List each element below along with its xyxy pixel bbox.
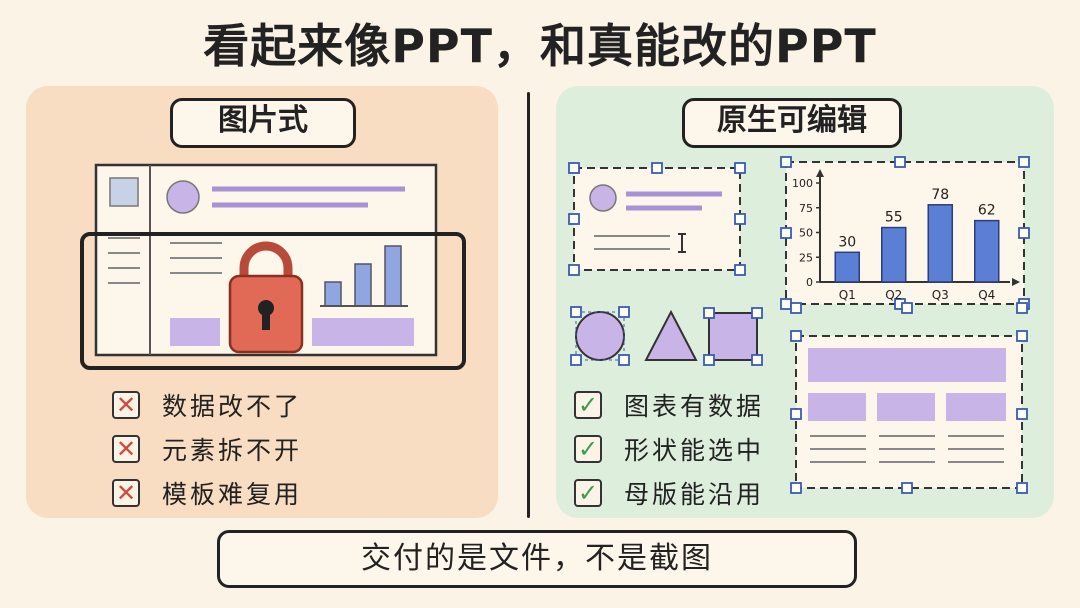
resize-handle [570,306,582,318]
resize-handle [790,482,802,494]
purple-block [312,318,414,346]
bar [881,226,907,283]
bar [927,204,953,283]
resize-handle [780,156,792,168]
resize-handle [1016,302,1028,314]
resize-handle [901,482,913,494]
text-box-selection[interactable] [568,162,746,276]
check-icon: ✓ [574,435,602,463]
avatar-circle [589,184,617,212]
page-title: 看起来像PPT，和真能改的PPT [203,19,877,73]
flattened-frame [80,232,466,370]
native-editable-pros-list: ✓ 图表有数据 ✓ 形状能选中 ✓ 母版能沿用 [574,383,764,515]
layout-column-block [877,393,935,421]
purple-block [170,318,220,346]
cross-icon: ✕ [112,479,140,507]
resize-handle [618,354,630,366]
image-style-label: 图片式 [170,98,356,148]
con-text: 数据改不了 [162,392,303,421]
bar-value-label: 62 [978,203,996,219]
resize-handle [570,354,582,366]
resize-handle [703,354,715,366]
x-tick-label: Q3 [932,288,949,302]
resize-handle [1018,227,1030,239]
pro-text: 母版能沿用 [624,480,765,509]
resize-handle [790,330,802,342]
x-tick-label: Q1 [839,288,856,302]
bar-value-label: 78 [931,187,949,203]
pro-text: 图表有数据 [624,392,765,421]
image-style-cons-list: ✕ 数据改不了 ✕ 元素拆不开 ✕ 模板难复用 [112,383,302,515]
native-editable-label: 原生可编辑 [682,98,902,148]
resize-handle [1018,156,1030,168]
con-text: 元素拆不开 [162,436,303,465]
y-axis-arrow [816,169,824,177]
resize-handle [790,408,802,420]
resize-handle [568,213,580,225]
resize-handle [651,162,663,174]
slide-thumb [109,177,139,207]
layout-column-block [946,393,1006,421]
resize-handle [734,213,746,225]
pro-text: 形状能选中 [624,436,765,465]
list-item: ✓ 图表有数据 [574,383,764,427]
resize-handle [568,264,580,276]
circle-shape[interactable] [570,306,630,366]
bar [834,251,860,283]
x-tick-label: Q4 [978,288,995,302]
resize-handle [790,302,802,314]
list-item: ✓ 母版能沿用 [574,471,764,515]
y-tick-label: 25 [799,251,813,264]
square-shape[interactable] [703,307,763,366]
bar-value-label: 30 [838,234,856,250]
resize-handle [901,302,913,314]
resize-handle [894,156,906,168]
resize-handle [1016,330,1028,342]
resize-handle [734,162,746,174]
check-icon: ✓ [574,479,602,507]
list-item: ✕ 模板难复用 [112,471,302,515]
resize-handle [568,162,580,174]
bar-value-label: 55 [885,210,903,226]
resize-handle [618,306,630,318]
resize-handle [734,264,746,276]
resize-handle [703,307,715,319]
y-tick-label: 100 [792,177,813,190]
y-tick-label: 75 [799,202,813,215]
resize-handle [751,307,763,319]
bar [974,219,1000,283]
triangle-shape[interactable] [644,309,698,361]
avatar-circle [166,180,200,214]
layout-column-block [808,393,866,421]
lock-icon [228,241,304,354]
resize-handle [1016,408,1028,420]
cross-icon: ✕ [112,435,140,463]
footer-banner: 交付的是文件，不是截图 [217,530,857,588]
resize-handle [751,354,763,366]
x-tick-label: Q2 [885,288,902,302]
list-item: ✓ 形状能选中 [574,427,764,471]
y-tick-label: 0 [806,276,813,289]
y-tick-label: 50 [799,227,813,240]
resize-handle [1016,482,1028,494]
cross-icon: ✕ [112,391,140,419]
layout-header-block [808,348,1006,382]
list-item: ✕ 数据改不了 [112,383,302,427]
master-layout-selection[interactable] [790,302,1028,494]
con-text: 模板难复用 [162,480,303,509]
resize-handle [780,298,792,310]
check-icon: ✓ [574,391,602,419]
resize-handle [780,227,792,239]
center-divider [527,92,530,518]
x-axis-arrow [1012,278,1020,286]
list-item: ✕ 元素拆不开 [112,427,302,471]
slide-screenshot [94,163,438,357]
